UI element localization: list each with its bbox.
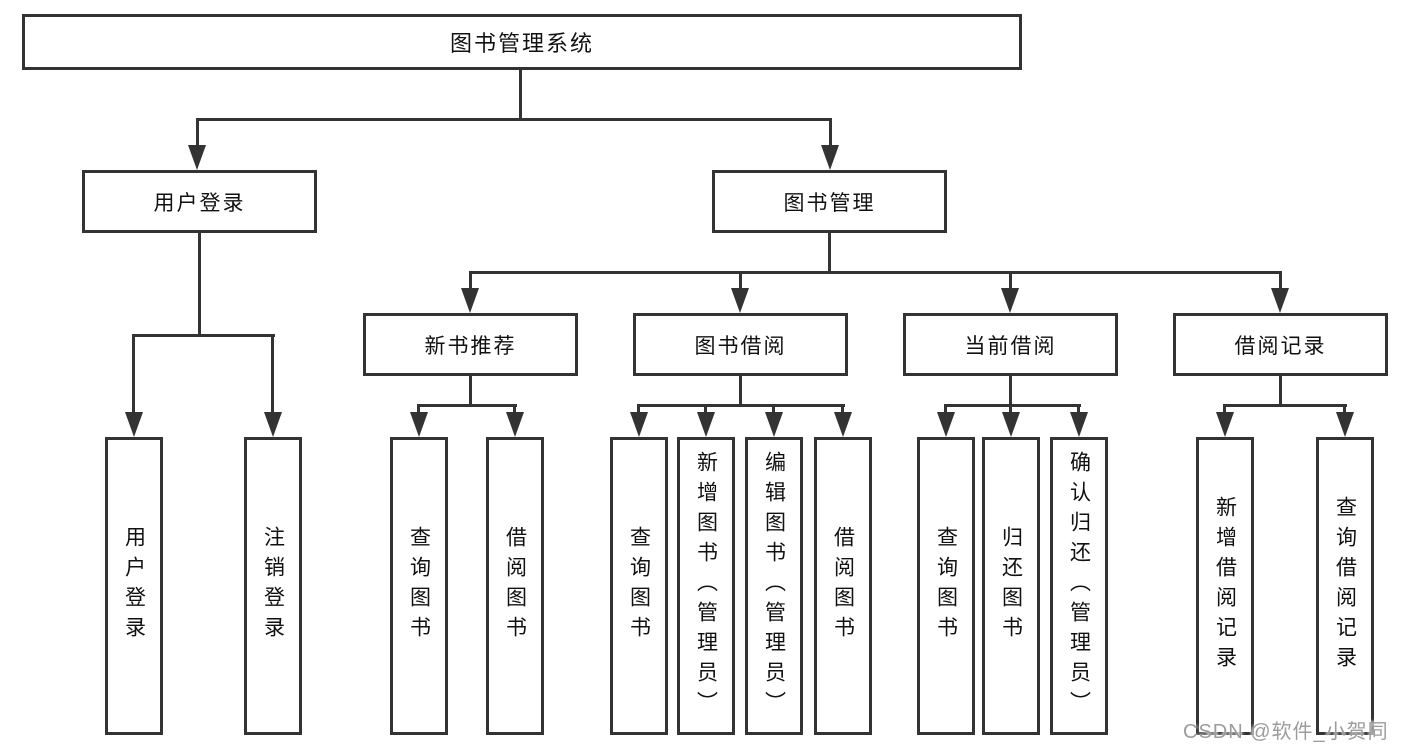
- arrowhead-down-icon: [1336, 412, 1354, 437]
- node-leaf-user-login-label: 用户登录: [122, 526, 146, 646]
- connector-feeder: [841, 404, 844, 416]
- connector-stem: [519, 70, 522, 118]
- connector-feeder: [1279, 271, 1282, 291]
- connector-feeder: [829, 118, 832, 148]
- node-new-book-recommend-label: 新书推荐: [424, 334, 517, 358]
- node-leaf-edit-book-admin-label: 编辑图书（管理员）: [762, 451, 786, 721]
- connector-feeder: [271, 334, 274, 416]
- arrowhead-down-icon: [765, 412, 783, 437]
- arrowhead-down-icon: [1271, 288, 1289, 313]
- node-leaf-query-borrow-record-label: 查询借阅记录: [1333, 496, 1357, 676]
- connector-feeder: [1009, 271, 1012, 291]
- connector-feeder: [1343, 404, 1346, 416]
- node-new-book-recommend: 新书推荐: [363, 313, 578, 376]
- node-leaf-borrow-books-recommend-label: 借阅图书: [503, 526, 527, 646]
- node-leaf-add-book-admin: 新增图书（管理员）: [677, 437, 735, 735]
- arrowhead-down-icon: [188, 145, 206, 170]
- node-leaf-confirm-return-admin-label: 确认归还（管理员）: [1067, 451, 1091, 721]
- node-leaf-query-books-recommend-label: 查询图书: [407, 526, 431, 646]
- node-library-system: 图书管理系统: [22, 14, 1022, 70]
- connector-hline: [637, 404, 845, 407]
- node-leaf-return-book-label: 归还图书: [999, 526, 1023, 646]
- arrowhead-down-icon: [125, 412, 143, 437]
- node-library-system-label: 图书管理系统: [449, 31, 594, 56]
- watermark-text: CSDN @软件_小贺同学: [1183, 721, 1389, 743]
- node-leaf-return-book: 归还图书: [982, 437, 1040, 735]
- arrowhead-down-icon: [461, 288, 479, 313]
- node-borrow-records-label: 借阅记录: [1234, 334, 1327, 358]
- arrowhead-down-icon: [1002, 412, 1020, 437]
- node-leaf-borrow-books-recommend: 借阅图书: [486, 437, 544, 735]
- node-leaf-confirm-return-admin: 确认归还（管理员）: [1050, 437, 1108, 735]
- connector-feeder: [132, 334, 135, 416]
- connector-feeder: [1223, 404, 1226, 416]
- connector-stem: [828, 233, 831, 274]
- node-leaf-add-book-admin-label: 新增图书（管理员）: [694, 451, 718, 721]
- node-leaf-logout: 注销登录: [244, 437, 302, 735]
- node-book-borrowing-label: 图书借阅: [694, 334, 787, 358]
- connector-hline: [417, 404, 517, 407]
- connector-feeder: [944, 404, 947, 416]
- connector-feeder: [704, 404, 707, 416]
- node-leaf-query-books-borrowing-label: 查询图书: [627, 526, 651, 646]
- connector-feeder: [637, 404, 640, 416]
- arrowhead-down-icon: [834, 412, 852, 437]
- connector-feeder: [1009, 404, 1012, 416]
- connector-stem: [198, 233, 201, 336]
- arrowhead-down-icon: [630, 412, 648, 437]
- arrowhead-down-icon: [821, 145, 839, 170]
- node-user-login: 用户登录: [82, 170, 317, 233]
- node-leaf-query-books-recommend: 查询图书: [390, 437, 448, 735]
- connector-stem: [469, 376, 472, 407]
- node-leaf-user-login: 用户登录: [105, 437, 163, 735]
- arrowhead-down-icon: [1001, 288, 1019, 313]
- connector-hline: [1223, 404, 1347, 407]
- arrowhead-down-icon: [264, 412, 282, 437]
- connector-feeder: [196, 118, 199, 148]
- connector-hline: [469, 271, 1282, 274]
- node-user-login-label: 用户登录: [153, 191, 246, 215]
- connector-stem: [739, 376, 742, 407]
- node-leaf-logout-label: 注销登录: [261, 526, 285, 646]
- arrowhead-down-icon: [1070, 412, 1088, 437]
- node-leaf-add-borrow-record: 新增借阅记录: [1196, 437, 1254, 735]
- node-current-borrowing-label: 当前借阅: [964, 334, 1057, 358]
- arrowhead-down-icon: [937, 412, 955, 437]
- node-leaf-query-books-borrowing: 查询图书: [610, 437, 668, 735]
- connector-feeder: [469, 271, 472, 291]
- node-leaf-add-borrow-record-label: 新增借阅记录: [1213, 496, 1237, 676]
- node-book-management-label: 图书管理: [783, 191, 876, 215]
- node-borrow-records: 借阅记录: [1173, 313, 1388, 376]
- connector-stem: [1009, 376, 1012, 407]
- node-leaf-query-books-current-label: 查询图书: [934, 526, 958, 646]
- node-leaf-query-books-current: 查询图书: [917, 437, 975, 735]
- connector-feeder: [1077, 404, 1080, 416]
- node-leaf-query-borrow-record: 查询借阅记录: [1316, 437, 1374, 735]
- connector-hline: [944, 404, 1081, 407]
- connector-hline: [196, 118, 832, 121]
- arrowhead-down-icon: [506, 412, 524, 437]
- connector-stem: [1279, 376, 1282, 407]
- node-leaf-edit-book-admin: 编辑图书（管理员）: [745, 437, 803, 735]
- node-leaf-borrow-books-borrowing-label: 借阅图书: [831, 526, 855, 646]
- arrowhead-down-icon: [410, 412, 428, 437]
- connector-hline: [132, 334, 275, 337]
- connector-feeder: [513, 404, 516, 416]
- node-current-borrowing: 当前借阅: [903, 313, 1118, 376]
- connector-feeder: [739, 271, 742, 291]
- arrowhead-down-icon: [731, 288, 749, 313]
- connector-feeder: [772, 404, 775, 416]
- node-book-borrowing: 图书借阅: [633, 313, 848, 376]
- node-book-management: 图书管理: [712, 170, 947, 233]
- arrowhead-down-icon: [1216, 412, 1234, 437]
- arrowhead-down-icon: [697, 412, 715, 437]
- node-leaf-borrow-books-borrowing: 借阅图书: [814, 437, 872, 735]
- connector-feeder: [417, 404, 420, 416]
